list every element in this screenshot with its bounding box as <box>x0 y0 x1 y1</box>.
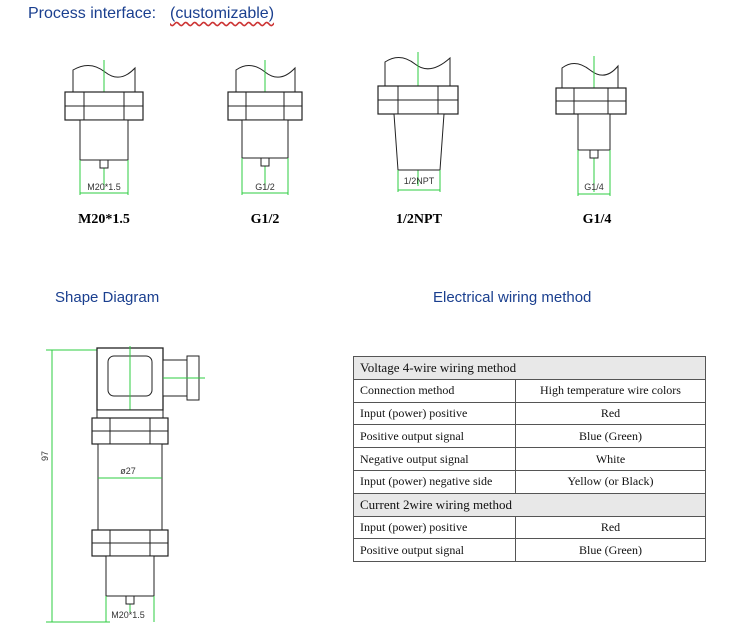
shape-height-dim: 97 <box>40 451 50 461</box>
row-color: Yellow (or Black) <box>515 469 706 494</box>
fitting-g12-dim: G1/2 <box>255 182 275 192</box>
section-title: Voltage 4-wire wiring method <box>353 356 706 380</box>
fitting-m20-dim: M20*1.5 <box>87 182 121 192</box>
row-label: Input (power) negative side <box>353 469 516 494</box>
row-label: Input (power) positive <box>353 515 516 540</box>
row-label: Positive output signal <box>353 424 516 449</box>
fitting-label-g14: G1/4 <box>582 212 612 227</box>
fitting-npt-drawing <box>377 52 459 192</box>
row-color: Red <box>515 515 706 540</box>
section-voltage-4wire: Voltage 4-wire wiring method <box>353 356 706 380</box>
row-label: Input (power) positive <box>353 401 516 426</box>
fitting-label-g12: G1/2 <box>250 212 280 227</box>
fitting-g14-drawing <box>555 56 627 196</box>
section-current-2wire: Current 2wire wiring method <box>353 492 706 517</box>
fitting-g12-drawing <box>227 60 303 195</box>
row-color: Blue (Green) <box>515 538 706 563</box>
fitting-label-m20: M20*1.5 <box>78 212 130 227</box>
shape-diagram-drawing <box>46 346 205 623</box>
row-color: Red <box>515 401 706 426</box>
fitting-label-npt: 1/2NPT <box>396 212 442 227</box>
row-label: Positive output signal <box>353 538 516 563</box>
header-connection: Connection method <box>353 378 516 403</box>
customizable-note: (customizable) <box>170 5 275 22</box>
row-color: White <box>515 447 706 471</box>
wiring-table: Voltage 4-wire wiring method Connection … <box>353 356 706 563</box>
wiring-method-title: Electrical wiring method <box>433 289 592 306</box>
row-label: Negative output signal <box>353 447 516 471</box>
process-interface-title: Process interface: <box>28 5 157 22</box>
fitting-g14-dim: G1/4 <box>584 182 604 192</box>
section-title: Current 2wire wiring method <box>353 492 706 517</box>
fitting-m20-drawing <box>64 60 144 195</box>
shape-thread-dim: M20*1.5 <box>111 610 145 620</box>
row-color: Blue (Green) <box>515 424 706 449</box>
shape-diagram-title: Shape Diagram <box>55 289 160 306</box>
shape-diameter-dim: ø27 <box>120 466 136 476</box>
table-header-row: Connection method High temperature wire … <box>353 378 706 403</box>
header-colors: High temperature wire colors <box>515 378 706 403</box>
fitting-npt-dim: 1/2NPT <box>404 176 435 186</box>
